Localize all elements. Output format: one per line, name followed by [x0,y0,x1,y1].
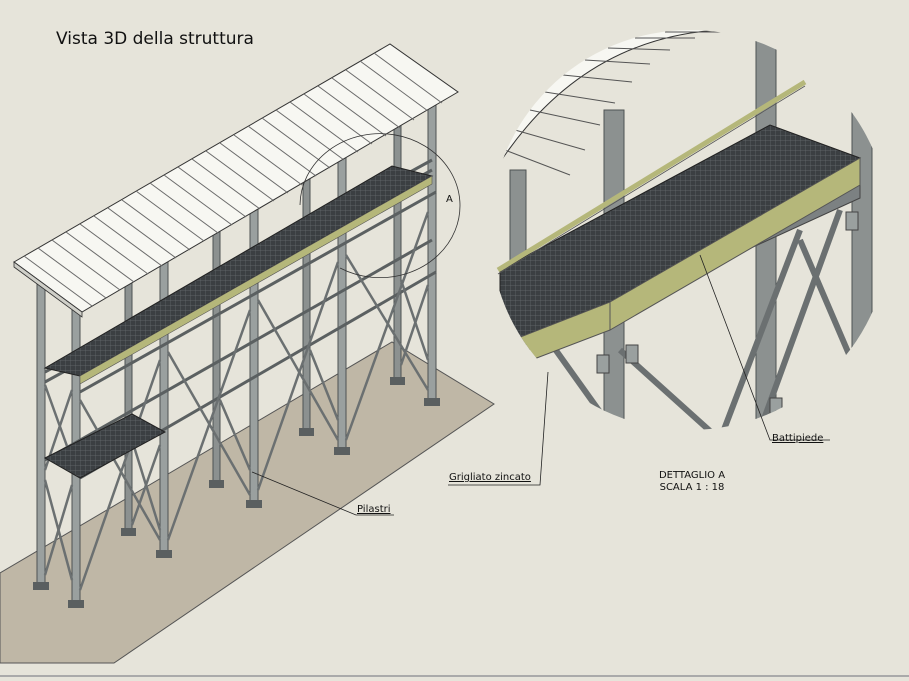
label-pilastri: Pilastri [357,504,391,515]
detail-name: DETTAGLIO A [658,470,726,481]
callout-letter-a: A [446,194,453,205]
upper-toe-board [79,175,433,385]
roof-edge [13,261,83,318]
structure-3d-view [0,43,495,664]
detail-scale: SCALA 1 : 18 [659,482,725,493]
drawing-title: Vista 3D della struttura [56,29,254,49]
grigliato-leader [448,371,549,486]
label-grigliato-zincato: Grigliato zincato [449,472,531,483]
base-plates [33,377,440,608]
lower-walkway-grating [43,413,167,479]
battipiede-leader [699,254,830,441]
detail-caption: DETTAGLIO A SCALA 1 : 18 [652,470,732,494]
cross-bracing [43,211,430,591]
detail-a-view [490,30,890,430]
pilastri-leader [251,471,394,516]
label-battipiede: Battipiede [772,433,824,444]
detail-callout-circle [299,133,461,279]
